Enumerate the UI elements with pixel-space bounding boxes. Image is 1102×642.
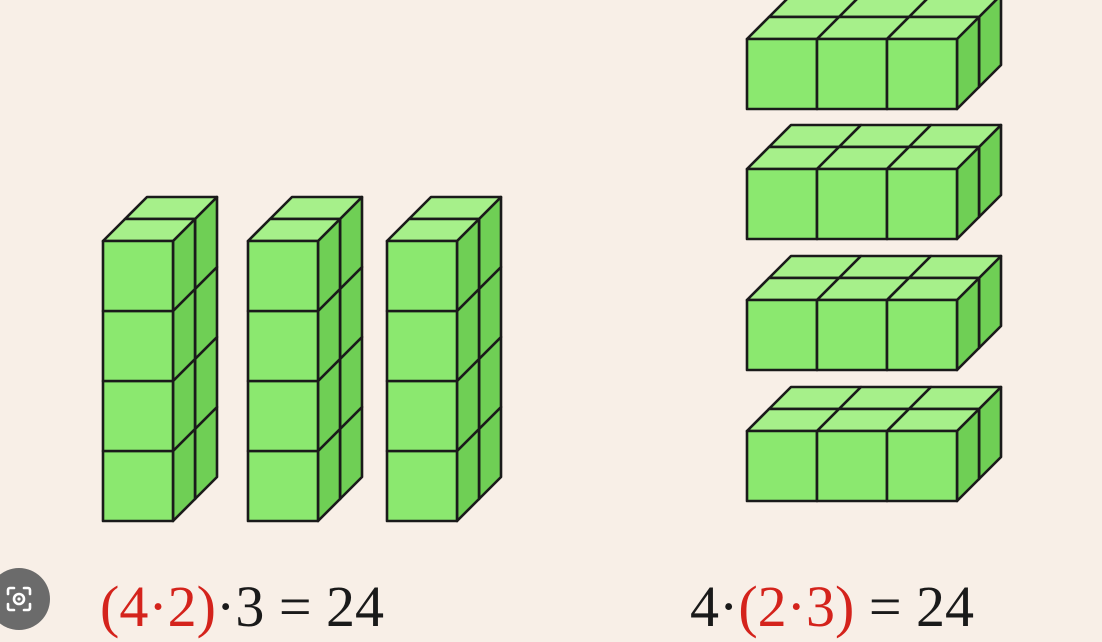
cube-front-face [745,37,819,111]
unit-cube [885,407,981,503]
right-result: 24 [916,574,975,639]
camera-lens-button[interactable] [0,568,50,630]
unit-cube [745,276,841,372]
left-equation: (4·2)·3 = 24 [100,578,384,636]
cube-front-face [101,309,175,383]
left-factor-c: 3 [235,574,265,639]
left-result: 24 [326,574,385,639]
unit-cube [885,276,981,372]
cube-tower [246,195,364,523]
unit-cube [101,427,197,523]
cube-front-face [385,309,459,383]
unit-cube [385,287,481,383]
unit-cube [246,217,342,313]
cube-front-face [745,298,819,372]
cube-front-face [385,379,459,453]
unit-cube [885,145,981,241]
cube-front-face [885,167,959,241]
left-open-paren: ( [100,574,120,639]
cube-front-face [745,167,819,241]
unit-cube [815,15,911,111]
left-tower-group [101,195,503,523]
cube-front-face [385,449,459,523]
left-factor-a: 4 [119,574,149,639]
right-open-paren: ( [738,574,758,639]
cube-front-face [885,37,959,111]
unit-cube [385,357,481,453]
left-close-paren: ) [196,574,216,639]
cube-layer [745,0,1003,111]
cube-front-face [815,37,889,111]
right-dot-2: · [786,574,806,639]
cube-layer [745,385,1003,503]
camera-lens-icon [6,586,32,612]
cube-front-face [101,379,175,453]
unit-cube [246,287,342,383]
unit-cube [815,276,911,372]
right-factor-a: 4 [690,574,719,639]
cube-front-face [815,298,889,372]
right-factor-b: 2 [757,574,787,639]
unit-cube [101,357,197,453]
right-dot-1: · [719,574,739,639]
cube-front-face [815,167,889,241]
right-equals: = [868,574,902,639]
cube-front-face [885,429,959,503]
cube-front-face [101,449,175,523]
cube-front-face [246,449,320,523]
left-factor-b: 2 [167,574,197,639]
cube-front-face [745,429,819,503]
unit-cube [385,217,481,313]
cube-tower [101,195,219,523]
cube-front-face [246,239,320,313]
cube-front-face [246,379,320,453]
unit-cube [885,15,981,111]
right-close-paren: ) [834,574,855,639]
cube-layer [745,123,1003,241]
cube-layer [745,254,1003,372]
right-layer-group [745,0,1003,503]
left-equals: = [278,574,312,639]
right-factor-c: 3 [805,574,835,639]
cube-front-face [385,239,459,313]
cube-tower [385,195,503,523]
cube-front-face [101,239,175,313]
left-dot-1: · [148,574,168,639]
cube-front-face [885,298,959,372]
cube-front-face [815,429,889,503]
unit-cube [101,217,197,313]
right-equation: 4·(2·3) = 24 [690,578,974,636]
left-dot-2: · [215,574,236,639]
cube-front-face [246,309,320,383]
